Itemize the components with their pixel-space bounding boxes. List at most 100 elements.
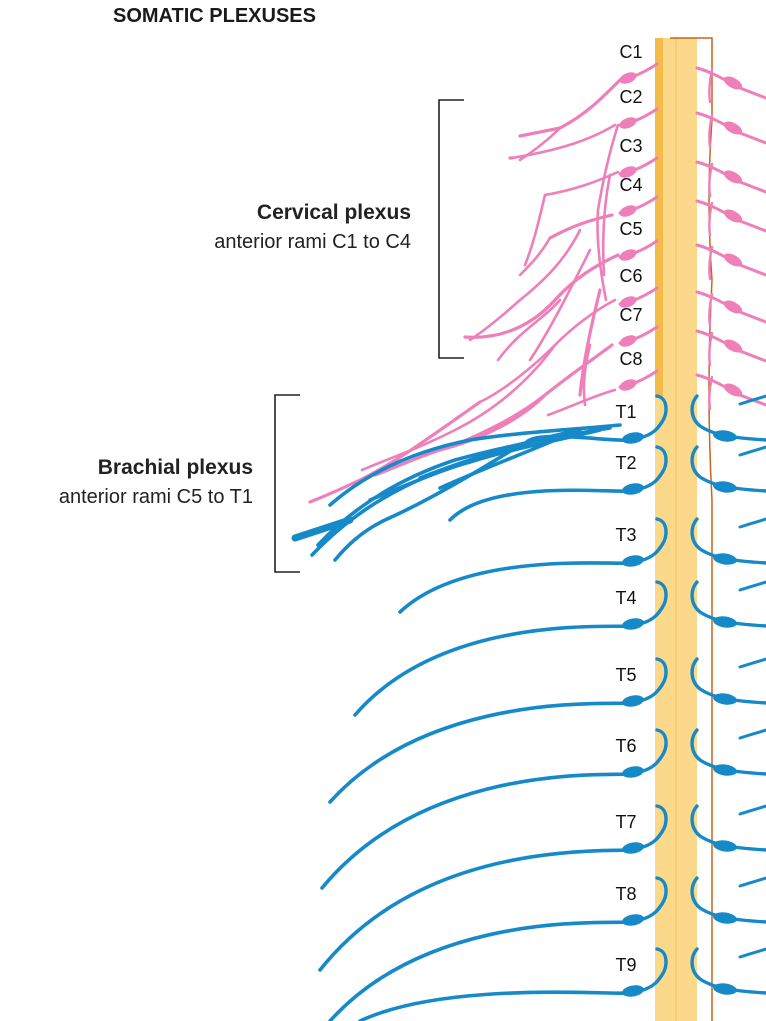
intercostal-nerve-t3 [398, 561, 630, 614]
segment-label-t4: T4 [615, 588, 636, 608]
cervical-plexus-branch [578, 288, 602, 397]
posterior-branch [738, 947, 766, 959]
segment-label-t8: T8 [615, 884, 636, 904]
ganglion-right [723, 121, 743, 135]
posterior-ramus [690, 947, 766, 995]
segment-label-c8: C8 [619, 349, 642, 369]
meningeal-branch [708, 68, 714, 104]
brachial-plexus-branch [333, 443, 522, 562]
cervical-plexus-branch [518, 78, 622, 138]
dorsal-root-ganglion [619, 72, 637, 84]
intercostal-nerve-t9 [358, 990, 630, 1021]
dorsal-root-ganglion [619, 249, 637, 261]
segment-label-c6: C6 [619, 266, 642, 286]
ganglion-right [713, 693, 737, 705]
meningeal-branch [708, 245, 714, 281]
intercostal-nerve-t7 [318, 848, 630, 972]
ganglion-right [723, 209, 743, 223]
thoracic-root-t2 [638, 445, 668, 491]
ganglion-right [713, 430, 737, 442]
posterior-ramus [690, 876, 766, 924]
ganglion-right [723, 339, 743, 353]
meningeal-branch [708, 331, 714, 367]
dorsal-root-ganglion [619, 335, 637, 347]
dorsal-root-ganglion [622, 618, 644, 630]
dorsal-root-ganglion [619, 296, 637, 308]
cervical-plexus-branch [360, 343, 557, 472]
posterior-branch [738, 876, 766, 888]
segment-label-t9: T9 [615, 955, 636, 975]
posterior-branch [738, 445, 766, 457]
posterior-ramus [690, 580, 766, 628]
spinal-cord-edge [655, 38, 663, 398]
cervical-plexus-branch [373, 393, 547, 477]
brachial-plexus-label: Brachial plexus [98, 456, 253, 479]
ganglion-right [723, 76, 743, 90]
cervical-plexus-branch [596, 123, 620, 302]
ganglion-right [713, 616, 737, 628]
segment-label-c5: C5 [619, 219, 642, 239]
posterior-ramus [690, 728, 766, 776]
ganglion-right [723, 170, 743, 184]
cervical-bracket [438, 99, 464, 359]
cervical-plexus-branch [510, 123, 617, 160]
posterior-branch [738, 517, 766, 529]
segment-label-c3: C3 [619, 136, 642, 156]
intercostal-nerve-t6 [320, 772, 630, 890]
thoracic-root-t5 [638, 657, 668, 703]
posterior-ramus [690, 445, 766, 493]
thoracic-root-t6 [638, 728, 668, 774]
posterior-ramus [690, 394, 766, 442]
cervical-plexus-branch [496, 298, 562, 362]
ganglion-right [713, 840, 737, 852]
ganglion-right [723, 253, 743, 267]
brachial-plexus-branch [291, 516, 354, 542]
dorsal-root-ganglion [619, 117, 637, 129]
meningeal-branch [708, 292, 714, 328]
dura-outline [670, 37, 713, 1021]
dorsal-root-ganglion [622, 766, 644, 778]
brachial-plexus-subtitle: anterior rami C5 to T1 [59, 486, 253, 508]
thoracic-root-t8 [638, 876, 668, 922]
brachial-plexus-branch [328, 423, 622, 507]
brachial-bracket [274, 394, 300, 573]
dorsal-root-ganglion [619, 379, 637, 391]
thoracic-root-t3 [638, 517, 668, 563]
thoracic-root-t9 [638, 947, 668, 993]
segment-label-t3: T3 [615, 525, 636, 545]
segment-label-t7: T7 [615, 812, 636, 832]
segment-label-t1: T1 [615, 402, 636, 422]
thoracic-root-t1 [638, 394, 668, 440]
cervical-plexus-branch [518, 236, 552, 277]
ganglion-right [713, 983, 737, 995]
meningeal-branch [708, 162, 714, 198]
cervical-plexus-branch [548, 213, 614, 240]
dorsal-root-ganglion [622, 842, 644, 854]
thoracic-root-t7 [638, 804, 668, 850]
ganglion-right [713, 553, 737, 565]
cervical-plexus-branch [523, 193, 547, 267]
dorsal-root-ganglion [622, 695, 644, 707]
thoracic-nerves [291, 394, 766, 1021]
posterior-ramus [690, 517, 766, 565]
posterior-branch [738, 728, 766, 740]
ganglion-right [723, 300, 743, 314]
segment-label-c4: C4 [619, 175, 642, 195]
cervical-plexus-branch [463, 253, 620, 339]
cervical-plexus-branch [528, 248, 592, 362]
dorsal-root-ganglion [622, 914, 644, 926]
dorsal-root-ganglion [622, 432, 644, 444]
dorsal-root-ganglion [622, 985, 644, 997]
dorsal-root-ganglion [619, 166, 637, 178]
meningeal-branch [708, 113, 714, 149]
dorsal-root-ganglion [619, 205, 637, 217]
posterior-branch [738, 580, 766, 592]
cervical-plexus-branch [468, 228, 582, 342]
cervical-plexus-branch [518, 126, 562, 162]
meningeal-branch [708, 375, 714, 411]
meningeal-branch [708, 201, 714, 237]
brachial-plexus-branch [418, 438, 542, 480]
cervical-plexus-subtitle: anterior rami C1 to C4 [214, 231, 411, 253]
intercostal-nerve-t5 [328, 701, 630, 804]
